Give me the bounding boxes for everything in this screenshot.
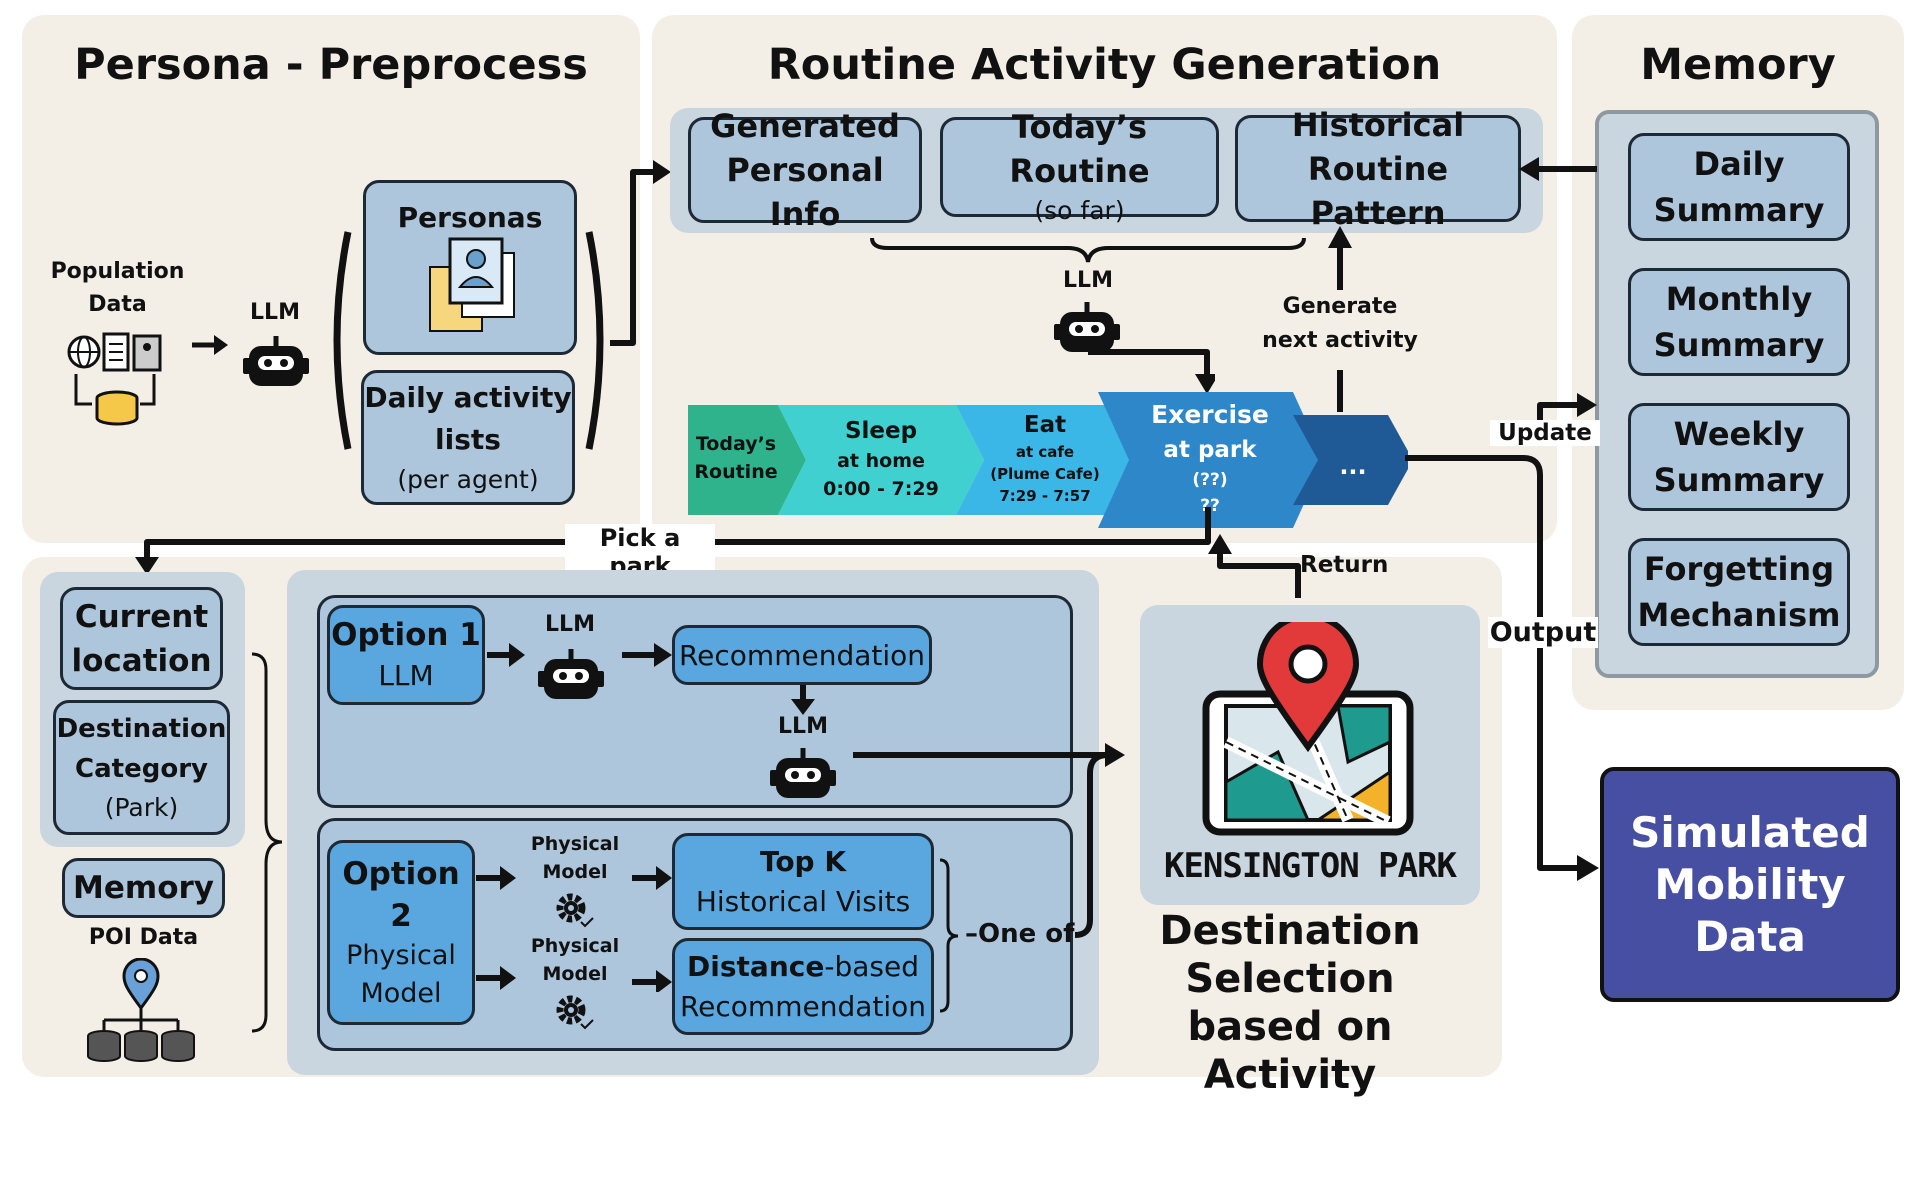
map-pin-icon <box>1202 622 1414 836</box>
current-location-box: Current location <box>60 587 223 690</box>
one-of-bracket <box>939 858 959 1013</box>
option1-arrow <box>487 643 525 667</box>
timeline-sleep <box>778 405 984 515</box>
destination-selection-title: Destination Selection based on Activity <box>1159 908 1421 1098</box>
physical-model-label-1: Physical Model <box>530 833 620 883</box>
memory-monthly-summary: Monthly Summary <box>1628 268 1850 376</box>
return-arrow <box>1208 534 1301 598</box>
persona-bracket-left <box>333 231 352 450</box>
daily-activity-box: Daily activity lists (per agent) <box>361 370 575 505</box>
options-to-destination-arrows <box>853 743 1125 938</box>
timeline-start-label: Today’s Routine <box>694 433 778 483</box>
historical-routine-box: Historical Routine Pattern <box>1235 106 1521 232</box>
memory-daily-summary: Daily Summary <box>1628 133 1850 241</box>
kensington-label: KENSINGTON PARK <box>1163 846 1457 886</box>
poi-data-label: POI Data <box>88 925 199 950</box>
option1-llm2-label: LLM <box>778 714 828 739</box>
persona-bracket-right <box>585 231 604 450</box>
routine-brace <box>870 237 1306 263</box>
gear-icon <box>556 893 594 928</box>
recommendation-box: Recommendation <box>672 625 932 685</box>
next-to-historical-arrow <box>1328 226 1352 412</box>
timeline-sleep-label: Sleep at home 0:00 - 7:29 <box>823 418 939 500</box>
timeline-exercise-label: Exercise at park (??) ?? <box>1151 400 1269 516</box>
memory-to-historical-arrow <box>1519 157 1597 181</box>
destination-brace <box>251 652 283 1033</box>
persona-title: Persona - Preprocess <box>74 40 588 90</box>
timeline-exercise <box>1098 392 1324 528</box>
update-label: Update <box>1490 420 1600 446</box>
population-data-label: Population Data <box>50 259 185 317</box>
personas-box: Personas <box>363 180 577 355</box>
memory-input-box: Memory <box>62 858 225 918</box>
timeline-start <box>688 405 806 515</box>
option2-arrows-left <box>476 866 516 990</box>
simulated-mobility-data-box: Simulated Mobility Data <box>1600 767 1900 1002</box>
physical-model-label-2: Physical Model <box>530 935 620 985</box>
timeline-eat <box>956 405 1134 515</box>
llm-to-exercise-arrow <box>1088 349 1215 394</box>
recommendation-down-arrow <box>791 685 815 715</box>
option2-box: Option 2 Physical Model <box>327 840 475 1025</box>
gear-icon <box>556 995 594 1030</box>
timeline-eat-label: Eat at cafe (Plume Cafe) 7:29 - 7:57 <box>990 412 1100 505</box>
distance-based-box: Distance-based Recommendation <box>672 938 934 1035</box>
persona-to-routine-arrow <box>610 160 671 346</box>
persona-llm-label: LLM <box>250 300 300 325</box>
return-label: Return <box>1300 552 1389 578</box>
option1-robot-icon <box>538 649 604 699</box>
poi-data-icon <box>87 958 195 1062</box>
generate-next-label: Generate next activity <box>1262 294 1418 353</box>
to-recommendation-arrow <box>622 643 672 667</box>
generated-info-box: Generated Personal Info <box>688 107 922 233</box>
output-label: Output <box>1488 617 1598 648</box>
routine-title: Routine Activity Generation <box>767 40 1442 90</box>
population-data-icon <box>67 332 162 426</box>
routine-timeline <box>688 392 1408 528</box>
persona-robot-icon <box>243 336 309 386</box>
arrow-to-llm <box>192 335 228 355</box>
option1-llm-label: LLM <box>545 612 595 637</box>
memory-forgetting-mechanism: Forgetting Mechanism <box>1628 538 1850 646</box>
memory-weekly-summary: Weekly Summary <box>1628 403 1850 511</box>
topk-box: Top K Historical Visits <box>672 833 934 930</box>
timeline-more <box>1293 415 1408 505</box>
option2-arrows-right <box>632 866 672 992</box>
todays-routine-box: Today’s Routine (so far) <box>940 108 1219 225</box>
personas-icon <box>429 237 515 332</box>
timeline-more-label: ... <box>1339 452 1367 480</box>
routine-llm-label: LLM <box>1063 268 1113 293</box>
destination-category-box: Destination Category (Park) <box>53 700 230 835</box>
option1-box: Option 1 LLM <box>327 605 485 705</box>
option1-robot2-icon <box>770 748 836 798</box>
memory-title: Memory <box>1640 40 1836 90</box>
routine-robot-icon <box>1054 302 1120 352</box>
one-of-label: –One of <box>965 919 1075 949</box>
personas-label: Personas <box>397 201 543 234</box>
